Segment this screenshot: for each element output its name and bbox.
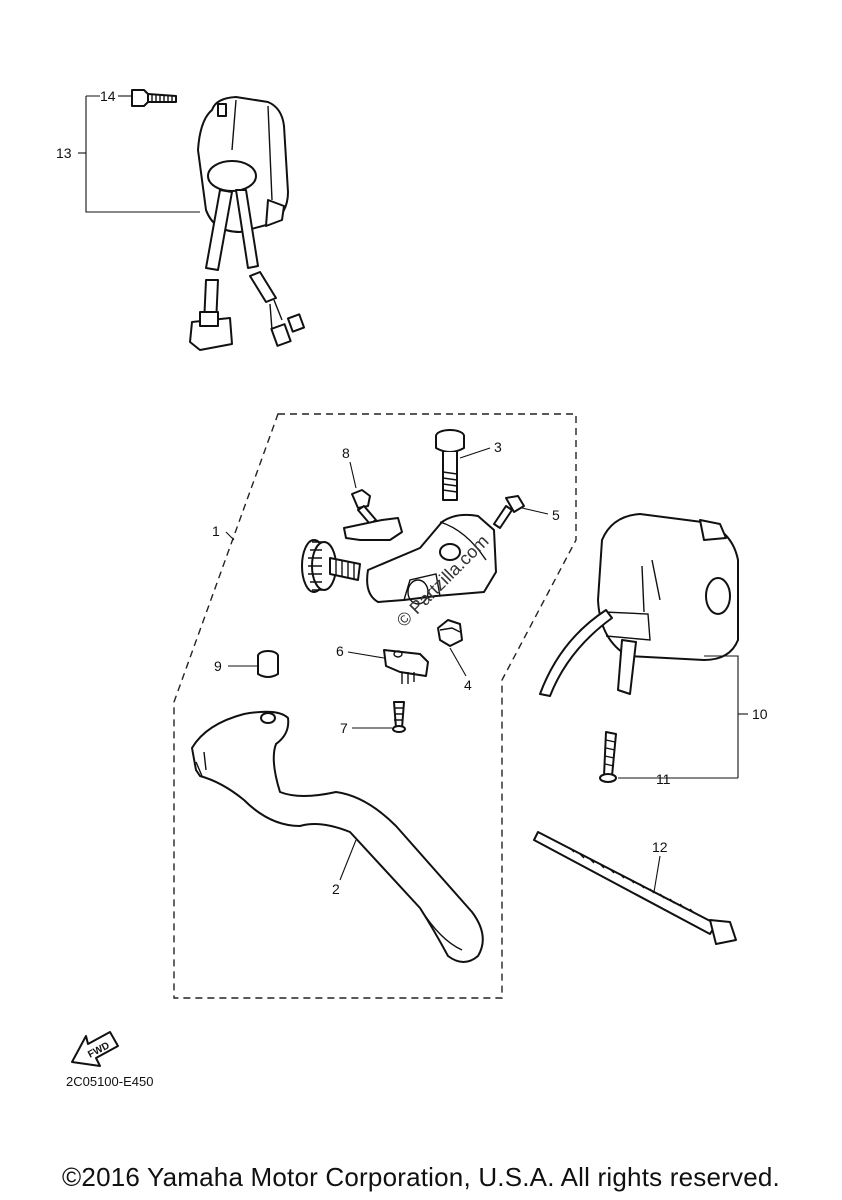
clutch-lever-2 [191,710,484,963]
assembly-boundary [173,413,577,999]
screw-7 [392,701,406,733]
screw-14 [131,89,177,107]
callout-1: 1 [212,523,220,539]
callout-8: 8 [342,445,350,461]
adjuster-knob [301,539,361,593]
callout-10: 10 [752,706,768,722]
fwd-arrow-icon: FWD [71,1031,119,1067]
copyright-notice: ©2016 Yamaha Motor Corporation, U.S.A. A… [62,1162,780,1192]
screw-11 [599,731,617,783]
callout-12: 12 [652,839,668,855]
switch-assembly-13 [189,96,306,351]
callout-14: 14 [100,88,116,104]
collar-9 [257,650,279,678]
screw-5 [493,495,525,529]
callout-13: 13 [56,145,72,161]
bolt-3 [435,429,465,501]
callout-7: 7 [340,720,348,736]
switch-bracket [343,517,403,541]
nut-4 [437,619,463,647]
cable-tie-12 [533,831,737,945]
callout-9: 9 [214,658,222,674]
switch-6 [383,649,429,684]
lever-holder [366,513,497,605]
screw-8 [351,489,377,525]
callout-5: 5 [552,507,560,523]
diagram-code: 2C05100-E450 [66,1074,154,1089]
switch-assembly-10 [539,513,739,697]
callout-3: 3 [494,439,502,455]
callout-6: 6 [336,643,344,659]
callout-2: 2 [332,881,340,897]
callout-11: 11 [656,771,671,787]
callout-4: 4 [464,677,472,693]
